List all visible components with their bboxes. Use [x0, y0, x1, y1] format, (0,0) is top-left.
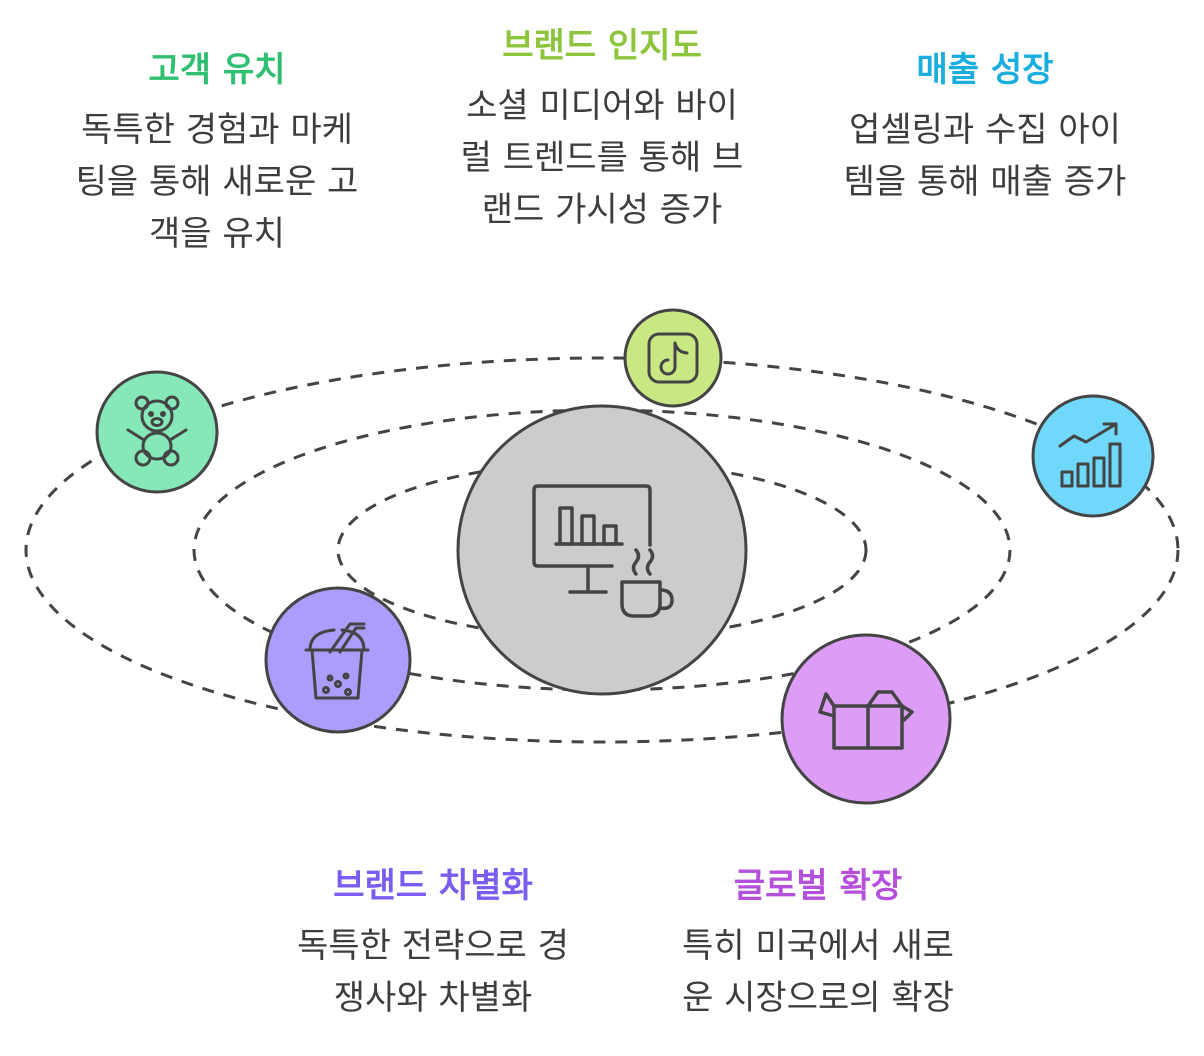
orbit-outer [24, 356, 1180, 744]
node-sales-growth [1031, 394, 1155, 518]
desc-brand-awareness: 소셜 미디어와 바이 럴 트렌드를 통해 브 랜드 가시성 증가 [425, 80, 779, 236]
desc-line: 독특한 전략으로 경 [297, 926, 569, 966]
desc-line: 운 시장으로의 확장 [682, 978, 954, 1018]
node-customer-acquisition [95, 370, 219, 494]
desc-line: 독특한 경험과 마케 [81, 110, 353, 150]
title-customer-acquisition: 고객 유치 [148, 50, 286, 90]
bubble-tea-icon [304, 622, 370, 700]
desc-line: 업셀링과 수집 아이 [849, 110, 1121, 150]
growth-chart-icon [1058, 422, 1122, 488]
center-node [456, 404, 748, 696]
desc-sales-growth: 업셀링과 수집 아이 템을 통해 매출 증가 [808, 104, 1162, 208]
desc-line: 팅을 통해 새로운 고 [75, 162, 359, 202]
desc-line: 템을 통해 매출 증가 [843, 162, 1127, 202]
teddy-bear-icon [126, 395, 188, 467]
desc-line: 쟁사와 차별화 [333, 978, 533, 1018]
title-brand-awareness: 브랜드 인지도 [502, 26, 702, 66]
desc-line: 랜드 가시성 증가 [481, 190, 723, 230]
label-customer-acquisition: 고객 유치 독특한 경험과 마케 팅을 통해 새로운 고 객을 유치 [40, 48, 394, 260]
node-brand-differentiation [264, 586, 412, 734]
desc-customer-acquisition: 독특한 경험과 마케 팅을 통해 새로운 고 객을 유치 [40, 104, 394, 260]
node-brand-awareness [623, 308, 723, 408]
box-icon [818, 690, 914, 750]
title-global-expansion: 글로벌 확장 [733, 866, 903, 906]
monitor-chart-coffee-icon [532, 484, 674, 618]
label-sales-growth: 매출 성장 업셀링과 수집 아이 템을 통해 매출 증가 [808, 48, 1162, 208]
title-sales-growth: 매출 성장 [916, 50, 1054, 90]
desc-global-expansion: 특히 미국에서 새로 운 시장으로의 확장 [641, 920, 995, 1024]
desc-brand-differentiation: 독특한 전략으로 경 쟁사와 차별화 [256, 920, 610, 1024]
desc-line: 특히 미국에서 새로 [682, 926, 954, 966]
tiktok-icon [647, 332, 699, 384]
title-brand-differentiation: 브랜드 차별화 [333, 866, 533, 906]
desc-line: 럴 트렌드를 통해 브 [460, 138, 744, 178]
desc-line: 객을 유치 [149, 214, 285, 254]
label-global-expansion: 글로벌 확장 특히 미국에서 새로 운 시장으로의 확장 [641, 864, 995, 1024]
desc-line: 소셜 미디어와 바이 [466, 86, 738, 126]
label-brand-awareness: 브랜드 인지도 소셜 미디어와 바이 럴 트렌드를 통해 브 랜드 가시성 증가 [425, 24, 779, 236]
label-brand-differentiation: 브랜드 차별화 독특한 전략으로 경 쟁사와 차별화 [256, 864, 610, 1024]
node-global-expansion [780, 633, 952, 805]
